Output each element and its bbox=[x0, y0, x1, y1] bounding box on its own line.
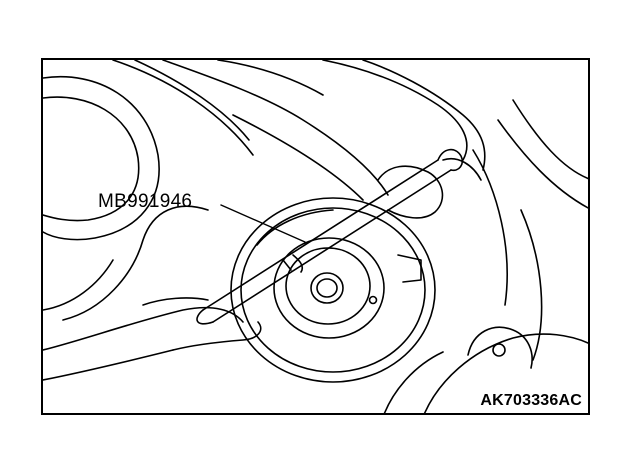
tool-callout-label: MB991946 bbox=[98, 191, 193, 212]
upper-hand bbox=[162, 60, 486, 219]
callout-leader bbox=[220, 204, 306, 243]
figure-code: AK703336AC bbox=[480, 392, 582, 409]
tensioner-illustration bbox=[43, 60, 588, 413]
right-casting bbox=[383, 99, 588, 413]
special-tool-bar bbox=[196, 148, 464, 325]
left-pulley bbox=[43, 76, 160, 241]
lower-hand bbox=[43, 297, 262, 381]
tensioner-pulley bbox=[230, 197, 436, 383]
mounting-boss bbox=[467, 326, 533, 369]
engine-casting bbox=[43, 60, 254, 321]
illustration-frame: MB991946 AK703336AC bbox=[41, 58, 590, 415]
